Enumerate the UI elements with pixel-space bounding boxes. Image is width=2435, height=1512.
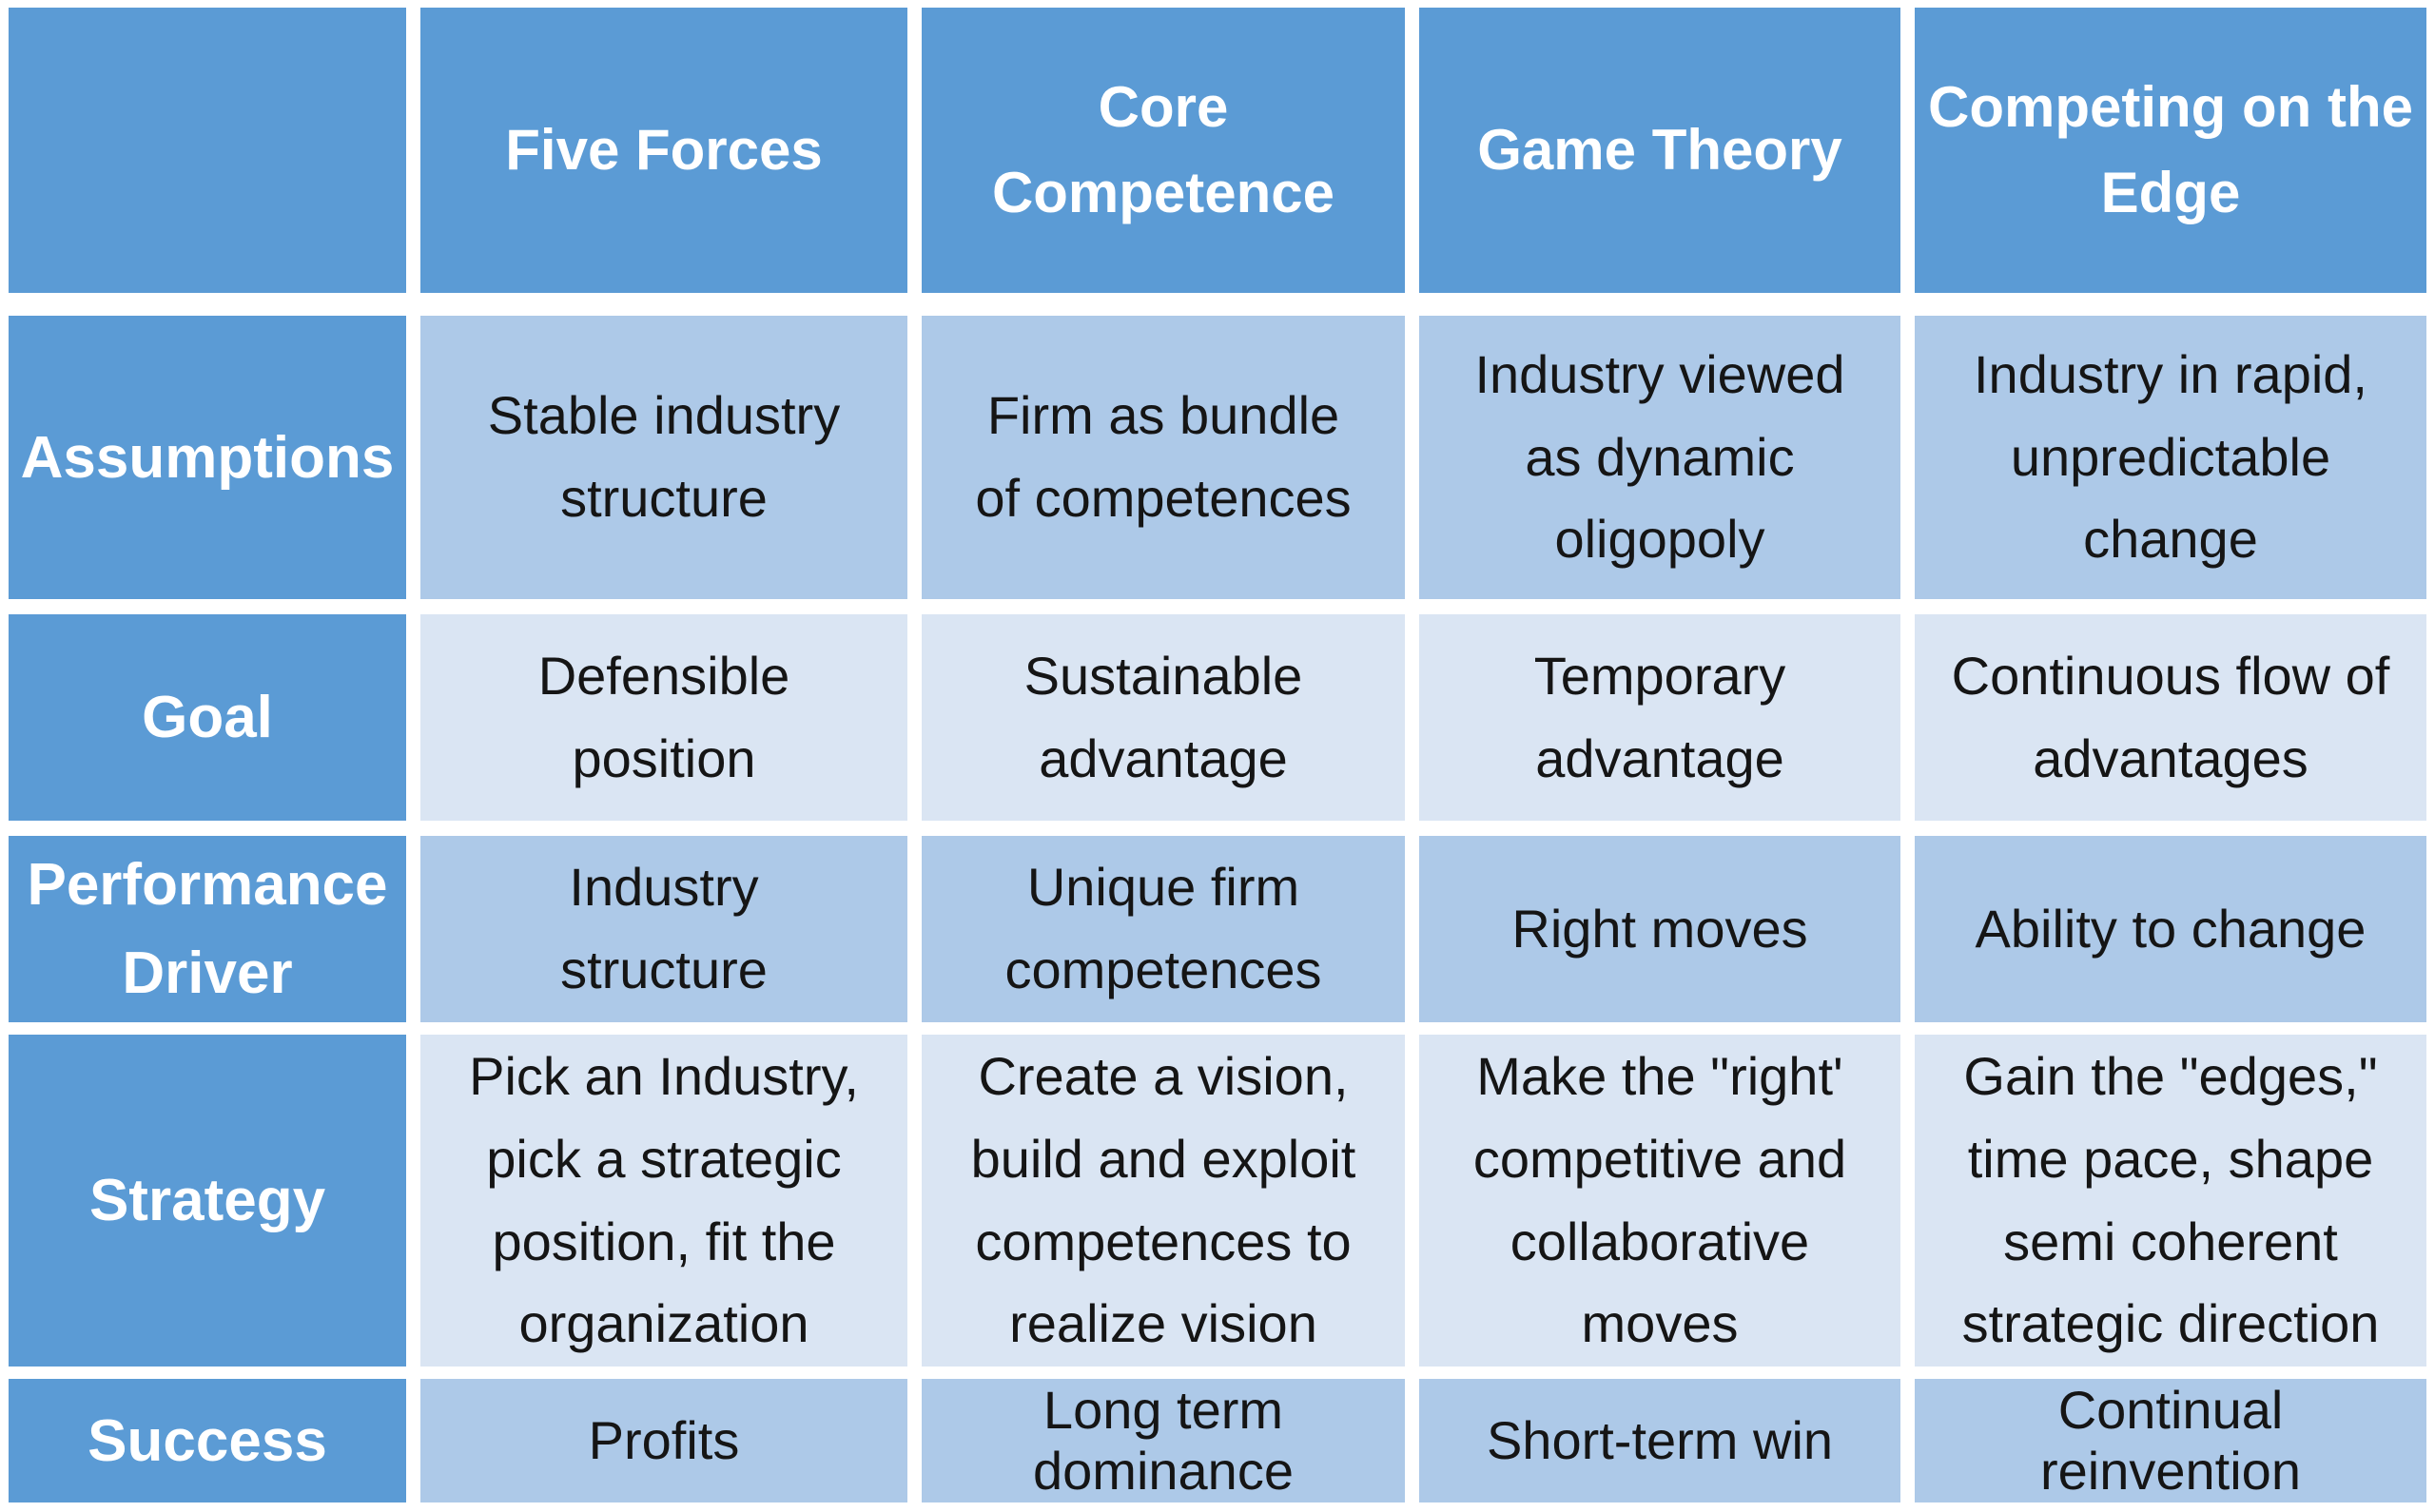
table-cell: Temporary advantage [1419, 614, 1900, 821]
table-cell: Continual reinvention [1915, 1379, 2426, 1502]
table-row-performance-driver: Performance Driver Industry structure Un… [9, 836, 2426, 1022]
table-row-success: Success Profits Long term dominance Shor… [9, 1379, 2426, 1502]
header-row: Five Forces Core Competence Game Theory … [9, 8, 2426, 293]
table-cell: Defensible position [420, 614, 907, 821]
table-cell: Continuous flow of advantages [1915, 614, 2426, 821]
table-cell: Unique firm competences [922, 836, 1405, 1022]
table-row-assumptions: Assumptions Stable industry structure Fi… [9, 316, 2426, 599]
table-cell: Stable industry structure [420, 316, 907, 599]
column-header-five-forces: Five Forces [420, 8, 907, 293]
table-row-strategy: Strategy Pick an Industry, pick a strate… [9, 1035, 2426, 1367]
table-cell: Ability to change [1915, 836, 2426, 1022]
table-cell: Right moves [1419, 836, 1900, 1022]
column-header-game-theory: Game Theory [1419, 8, 1900, 293]
row-header-assumptions: Assumptions [9, 316, 406, 599]
table-cell: Pick an Industry, pick a strategic posit… [420, 1035, 907, 1367]
table-cell: Gain the "edges," time pace, shape semi … [1915, 1035, 2426, 1367]
table-cell: Sustainable advantage [922, 614, 1405, 821]
table-cell: Industry structure [420, 836, 907, 1022]
table-cell: Profits [420, 1379, 907, 1502]
row-header-strategy: Strategy [9, 1035, 406, 1367]
table-cell: Make the "right' competitive and collabo… [1419, 1035, 1900, 1367]
column-header-competing-on-the-edge: Competing on the Edge [1915, 8, 2426, 293]
table-cell: Industry in rapid, unpredictable change [1915, 316, 2426, 599]
table-row-goal: Goal Defensible position Sustainable adv… [9, 614, 2426, 821]
row-header-goal: Goal [9, 614, 406, 821]
table-cell: Long term dominance [922, 1379, 1405, 1502]
table-cell: Firm as bundle of competences [922, 316, 1405, 599]
table-cell: Short-term win [1419, 1379, 1900, 1502]
row-header-performance-driver: Performance Driver [9, 836, 406, 1022]
table-cell: Create a vision, build and exploit compe… [922, 1035, 1405, 1367]
corner-cell [9, 8, 406, 293]
row-header-success: Success [9, 1379, 406, 1502]
table-cell: Industry viewed as dynamic oligopoly [1419, 316, 1900, 599]
column-header-core-competence: Core Competence [922, 8, 1405, 293]
